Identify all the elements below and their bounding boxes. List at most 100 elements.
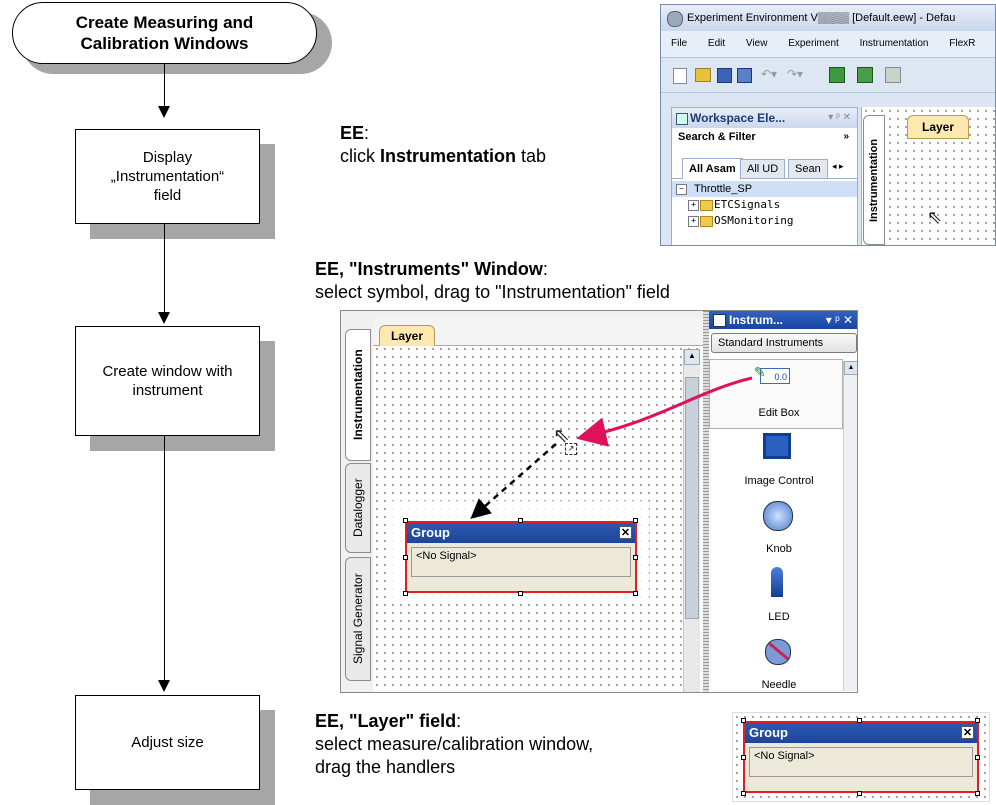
tab-layer[interactable]: Layer [907,115,969,139]
tree-item-osmonitoring[interactable]: + OSMonitoring [672,213,857,229]
instruments-title-bar: Instrum... ▾ ᵖ ✕ [709,311,857,329]
undo-icon[interactable]: ↶▾ [761,67,778,81]
flow-step-create-label: Create window with instrument [102,363,233,399]
resize-handle[interactable] [975,755,980,760]
workspace-tabs: All Asam All UD Sean ◂ ▸ [672,154,857,179]
mouse-cursor-icon: ⇖ [927,207,943,227]
menu-instrumentation[interactable]: Instrumentation [859,38,929,49]
knob-icon[interactable] [763,501,793,531]
folder-icon [700,216,713,227]
instruction-1-pre: click [340,146,380,166]
tree-item-etcsignals[interactable]: + ETCSignals [672,197,857,213]
scroll-thumb[interactable] [685,377,699,619]
group-window-resized[interactable]: Group ✕ <No Signal> [743,721,979,793]
image-control-icon[interactable] [763,433,791,459]
record-icon[interactable] [885,67,901,83]
group-window[interactable]: Group ✕ <No Signal> [405,521,637,593]
search-filter-label: Search & Filter [678,131,756,143]
tree-root[interactable]: − Throttle_SP [672,181,857,197]
tree-item-label: OSMonitoring [714,214,794,227]
tab-all-ud[interactable]: All UD [740,159,786,179]
resize-handle[interactable] [403,555,408,560]
canvas-scrollbar[interactable]: ▲ [683,349,700,692]
resize-handle[interactable] [857,791,862,796]
menu-view[interactable]: View [745,38,768,49]
pencil-icon: ✎ [754,364,766,380]
menu-file[interactable]: File [671,38,688,49]
group-title-bar[interactable]: Group ✕ [407,523,635,543]
scroll-up-icon[interactable]: ▲ [844,361,857,375]
tab-layer[interactable]: Layer [379,325,435,346]
resize-handle[interactable] [741,791,746,796]
resize-handle[interactable] [741,718,746,723]
instrument-edit-box[interactable]: 0.0 ✎ [709,359,843,429]
tab-search[interactable]: Sean [788,159,828,179]
save-icon[interactable] [717,68,732,83]
expand-icon[interactable]: + [688,216,699,227]
flow-arrow-2 [158,312,170,324]
resize-handle[interactable] [633,518,638,523]
pane-controls-icon[interactable]: ▾ ᵖ ✕ [828,112,851,123]
expand-icon[interactable]: + [688,200,699,211]
new-icon[interactable] [673,68,687,84]
resize-handle[interactable] [975,718,980,723]
flow-step-display-label: Display „Instrumentation“ field [110,149,225,204]
group-signal-field[interactable]: <No Signal> [749,747,973,777]
resize-handle[interactable] [975,791,980,796]
panel-controls-icon[interactable]: ▾ ᵖ ✕ [825,313,853,327]
save-all-icon[interactable] [737,68,752,83]
flow-step-adjust: Adjust size [75,695,260,790]
resize-handle[interactable] [403,518,408,523]
resize-handle[interactable] [633,591,638,596]
instruction-1-colon: : [364,123,370,143]
resize-handle[interactable] [857,718,862,723]
led-icon[interactable] [771,567,783,597]
workspace-icon [676,113,688,125]
instrument-label: Edit Box [758,407,800,419]
menu-edit[interactable]: Edit [707,38,726,49]
close-icon[interactable]: ✕ [961,726,974,739]
screenshot-layer-resize: Group ✕ <No Signal> [732,712,990,802]
instruments-scrollbar[interactable]: ▲ [843,361,857,691]
scroll-up-icon[interactable]: ▲ [684,349,700,365]
drag-path-dotted [470,443,557,519]
collapse-icon[interactable]: − [676,184,687,195]
search-filter-row[interactable]: Search & Filter » [672,128,857,146]
pane-splitter[interactable] [703,311,709,692]
instruction-1-bold: Instrumentation [380,146,517,166]
instruction-1-post: tab [516,146,547,166]
open-icon[interactable] [695,68,711,82]
instrument-label: Needle [761,679,797,691]
group-title: Group [411,525,450,540]
app-icon [667,11,683,27]
expand-chevron-icon[interactable]: » [843,131,849,142]
tab-all-asam[interactable]: All Asam [682,158,743,179]
resize-handle[interactable] [403,591,408,596]
group-title: Group [749,725,788,740]
group-signal-field[interactable]: <No Signal> [411,547,631,577]
screenshot-instruments: Layer Instrumentation Datalogger Signal … [340,310,858,693]
instruction-3-body-2: drag the handlers [315,757,456,777]
needle-icon[interactable] [765,639,791,665]
standard-instruments-button[interactable]: Standard Instruments [711,333,857,353]
experiment-icon[interactable] [829,67,845,83]
menu-flexray[interactable]: FlexR [949,38,976,49]
instruction-3-body-1: select measure/calibration window, [315,734,594,754]
close-icon[interactable]: ✕ [619,526,632,539]
instruction-2-body: select symbol, drag to "Instrumentation"… [315,282,670,302]
flow-arrow-3 [158,680,170,692]
resize-handle[interactable] [741,755,746,760]
resize-handle[interactable] [633,555,638,560]
flow-step-display: Display „Instrumentation“ field [75,129,260,224]
folder-icon [700,200,713,211]
menu-experiment[interactable]: Experiment [788,38,839,49]
tab-scroll-icon[interactable]: ◂ ▸ [832,161,844,171]
resize-handle[interactable] [518,518,523,523]
measure-icon[interactable] [857,67,873,83]
group-title-bar[interactable]: Group ✕ [745,723,977,743]
resize-handle[interactable] [518,591,523,596]
instruction-3-head: EE, "Layer" field [315,711,457,731]
redo-icon[interactable]: ↷▾ [787,67,804,81]
instruction-3-colon: : [456,711,462,731]
